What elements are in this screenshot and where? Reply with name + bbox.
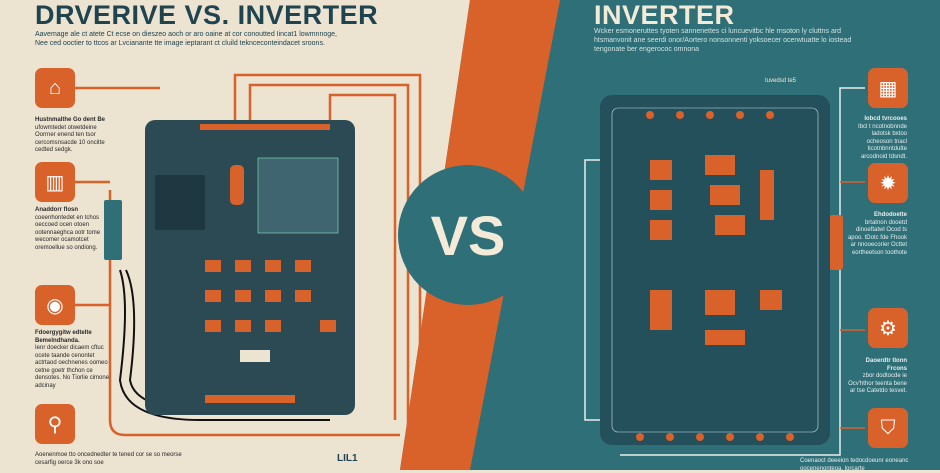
feature-title: Fdoergygitw edtelte Bemelndhanda. xyxy=(35,330,92,344)
terminals xyxy=(636,111,794,441)
right-feature-4: Coenaoct deeeion tedocdoeunr eoneanc ooc… xyxy=(800,458,910,473)
right-connector xyxy=(829,215,843,270)
right-wires xyxy=(584,87,865,456)
lcd-module xyxy=(257,157,339,234)
feature-text: Aoenenmoe tto oncednedter te tened cor s… xyxy=(35,452,182,466)
feature-title: Ehdodoette xyxy=(874,212,907,218)
feature-text: Ibcl t ncotnobnnde ladotsk bxtoo ocheoso… xyxy=(857,123,907,160)
left-title: DRVERIVE VS. INVERTER xyxy=(35,0,379,30)
feature-text: ufowmtedet otwetdeine Oorrner enend ten … xyxy=(35,124,105,154)
right-subtitle-line: Wcker esmoneruttes tyoten sannenettes ci… xyxy=(594,28,842,35)
feature-text: coeenhontedet en tchos oeccoed ocen otoe… xyxy=(35,214,101,251)
feature-text: Ienr doecker dicaem cftuc ocete taande c… xyxy=(35,345,110,389)
vs-badge: VS xyxy=(398,165,538,305)
helmet-icon: ◉ xyxy=(35,285,75,325)
feature-title: Hustnmalthe Go dent Be xyxy=(35,117,106,123)
board-label: LIL1 xyxy=(337,453,358,464)
battery-icon: ▥ xyxy=(35,162,75,202)
feature-text: brtatnon dooetd dinoeftatwl Ocod ts apoo… xyxy=(847,219,907,256)
fuse xyxy=(230,165,244,205)
plug-icon: ⚲ xyxy=(35,404,75,444)
right-orange-leads xyxy=(840,181,865,429)
right-title: INVERTER xyxy=(594,0,735,30)
board-trace xyxy=(611,107,819,433)
right-subtitle-line: htsmanvonit ane seerdi onor/Aortero nons… xyxy=(594,37,852,44)
board-tag: tuvedsd te5 xyxy=(765,78,797,84)
transformer xyxy=(155,175,205,230)
right-components xyxy=(650,155,782,345)
feature-title: Iobcd tvrcooes xyxy=(864,116,907,122)
left-feature-3: Fdoergygitw edtelte Bemelndhanda.Ienr do… xyxy=(35,330,115,390)
left-subtitle-line: Aavemage ale ct atete Ct ecse on dieszeo… xyxy=(35,31,337,38)
shield-icon: ⛉ xyxy=(868,408,908,448)
house-icon: ⌂ xyxy=(35,68,75,108)
control-panel-icon: ▦ xyxy=(868,68,908,108)
right-circuit-board xyxy=(600,95,830,445)
feature-title: Daoerdtr tlonn Frcons xyxy=(865,358,907,372)
left-connector xyxy=(104,200,122,260)
machine-icon: ⚙ xyxy=(868,308,908,348)
feature-text: Coenaoct deeeion tedocdoeunr eoneanc ooc… xyxy=(800,458,909,472)
left-components xyxy=(200,124,336,403)
board-chip-label xyxy=(240,350,270,362)
left-feature-4: Aoenenmoe tto oncednedter te tened cor s… xyxy=(35,452,195,467)
feature-text: zbor dodtocde ie Ocv'hthor teenta bene a… xyxy=(848,373,907,394)
right-subtitle-line: tengonate ber engerococ omnona xyxy=(594,46,700,53)
left-subtitle-line: Nee ced ooctier to ttcos ar Lvcianante t… xyxy=(35,40,325,47)
feature-title: Anaddorr flosn xyxy=(35,207,78,213)
gear-icon: ✹ xyxy=(868,163,908,203)
